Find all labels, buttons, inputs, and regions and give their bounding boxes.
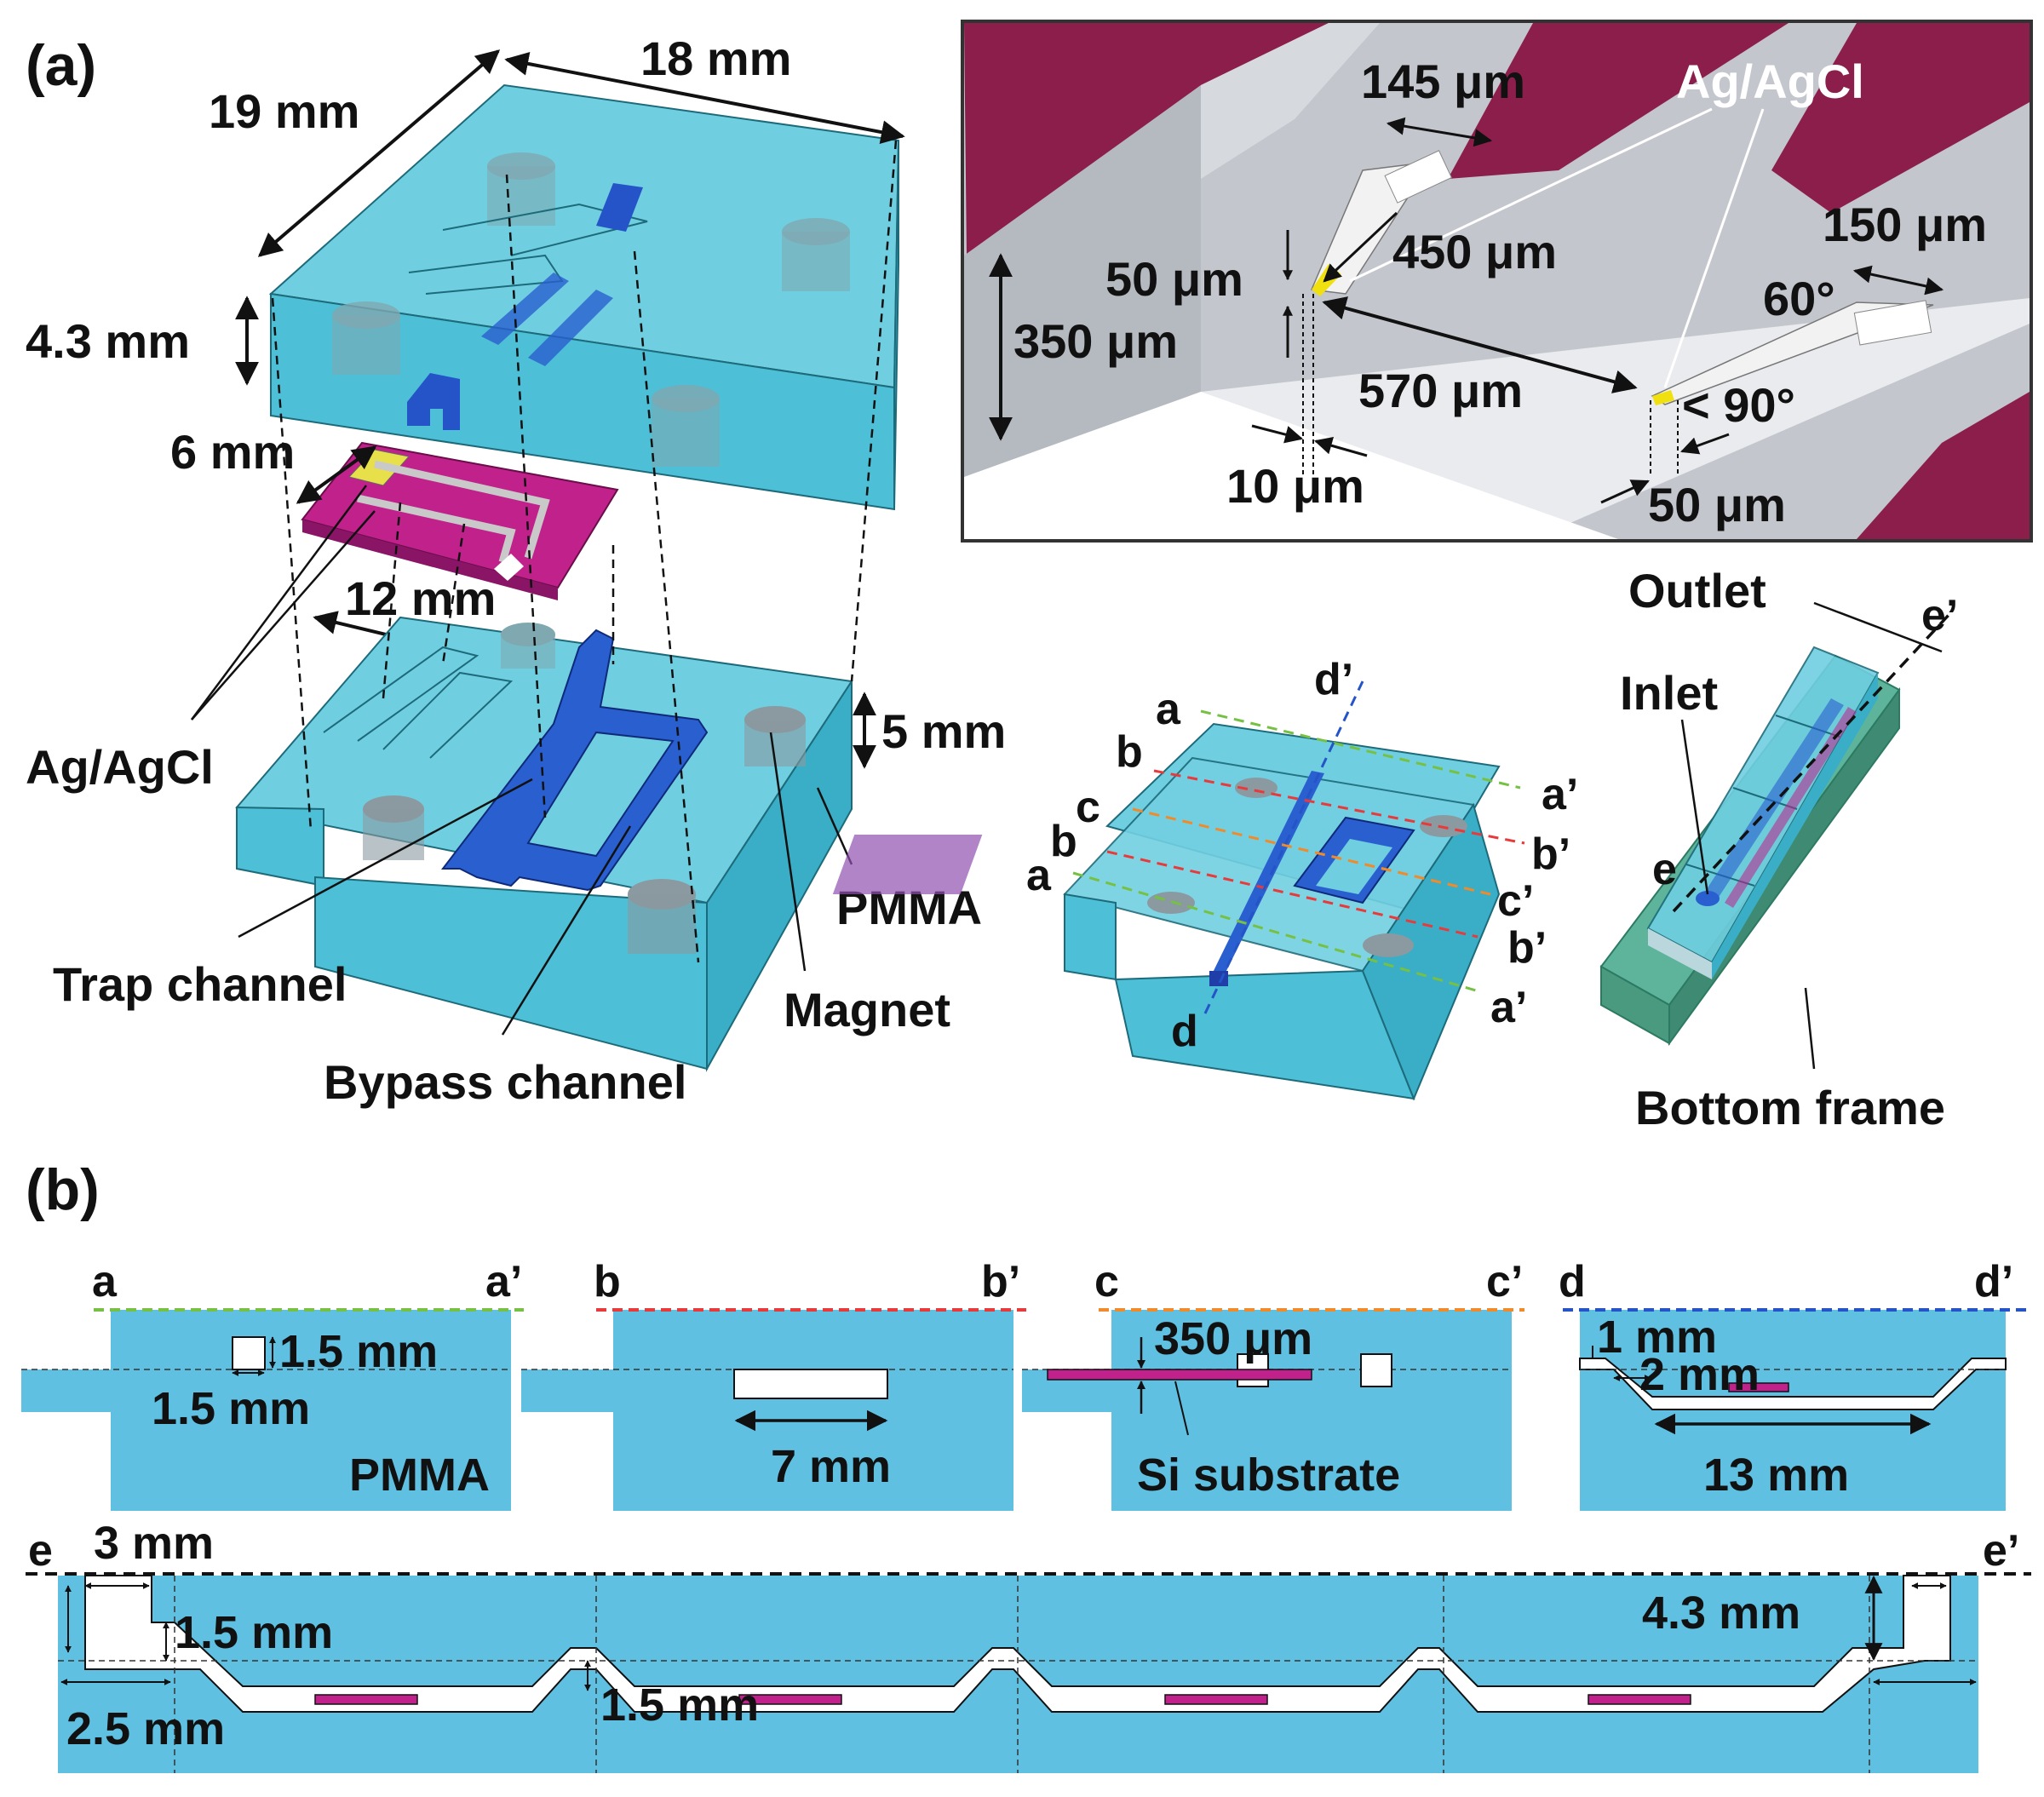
dd-2mm: 2 mm [1639,1349,1760,1400]
panel-b-label: (b) [26,1157,100,1222]
bottom-pmma-part [235,616,853,1072]
electrode-inset [961,20,2033,543]
chip-bp-bottom: b’ [1507,923,1547,973]
b-bp: b’ [981,1257,1020,1306]
dim-12mm: 12 mm [345,571,496,625]
ee-2.5mm: 2.5 mm [66,1703,225,1754]
b-e: e [28,1526,53,1576]
chip-dp: d’ [1314,655,1353,704]
b-dp: d’ [1974,1257,2013,1306]
cc-350um: 350 μm [1154,1313,1312,1364]
chip-b-bottom: b [1050,817,1077,866]
dim-19mm: 19 mm [209,84,359,138]
label-inlet: Inlet [1620,666,1718,720]
panel-a-label: (a) [26,33,96,98]
b-a: a [92,1257,118,1306]
label-bypass-channel: Bypass channel [324,1055,686,1109]
section-ee [26,1572,2031,1773]
section-aa [21,1308,524,1511]
chip-c: c [1076,783,1100,832]
b-c: c [1094,1257,1119,1306]
section-cc [1022,1308,1524,1511]
b-ap: a’ [485,1257,522,1306]
chip-bp-top: b’ [1531,830,1570,879]
ee-1.5mm-a: 1.5 mm [175,1607,333,1658]
label-outlet: Outlet [1628,564,1766,617]
section-dd [1563,1308,2031,1511]
chip-a-bottom: a [1026,851,1052,900]
b-ep: e’ [1983,1526,2019,1576]
aa-1.5mm-b: 1.5 mm [152,1383,310,1434]
inset-50um-b: 50 μm [1648,478,1786,531]
inset-60deg: 60° [1763,272,1835,325]
label-agagcl-a: Ag/AgCl [26,740,214,794]
inset-50um-a: 50 μm [1105,252,1243,306]
chip-b-top: b [1116,727,1143,777]
inset-570um: 570 μm [1358,364,1523,417]
inset-agagcl: Ag/AgCl [1676,55,1864,108]
aa-1.5mm-a: 1.5 mm [279,1326,438,1377]
aa-pmma: PMMA [349,1450,490,1501]
inset-350um: 350 μm [1013,314,1178,368]
b-cp: c’ [1486,1257,1523,1306]
inset-150um: 150 μm [1823,198,1987,251]
chip-cp: c’ [1497,876,1534,926]
dim-18mm: 18 mm [640,32,791,85]
label-trap-channel: Trap channel [53,957,347,1011]
chip-ap-bottom: a’ [1490,983,1527,1032]
chip-a-top: a [1156,685,1181,734]
ee-3mm: 3 mm [94,1518,214,1569]
dd-1mm: 1 mm [1597,1312,1717,1363]
bb-7mm: 7 mm [771,1441,891,1492]
dd-13mm: 13 mm [1703,1450,1849,1501]
chip-d: d [1171,1007,1198,1056]
inset-450um: 450 μm [1392,225,1557,278]
b-d: d [1559,1257,1586,1306]
si-chip [301,441,619,600]
b-b: b [594,1257,621,1306]
stack-ep: e’ [1921,591,1958,640]
stack-e: e [1652,845,1677,894]
chip-ap-top: a’ [1542,770,1578,819]
label-magnet: Magnet [784,983,950,1036]
section-lines [1072,680,1525,1014]
ee-4.3mm: 4.3 mm [1642,1587,1800,1639]
alignment-lines [271,140,898,963]
inset-10um: 10 μm [1226,459,1364,513]
dim-6mm: 6 mm [170,425,295,479]
inset-145um: 145 μm [1361,55,1525,108]
dim-4.3mm: 4.3 mm [26,314,190,368]
ee-1.5mm-b: 1.5 mm [600,1679,759,1731]
cc-si-substrate: Si substrate [1137,1450,1400,1501]
inset-lt90deg: < 90° [1682,378,1795,432]
label-bottom-frame: Bottom frame [1635,1081,1945,1134]
dim-5mm: 5 mm [881,704,1006,758]
